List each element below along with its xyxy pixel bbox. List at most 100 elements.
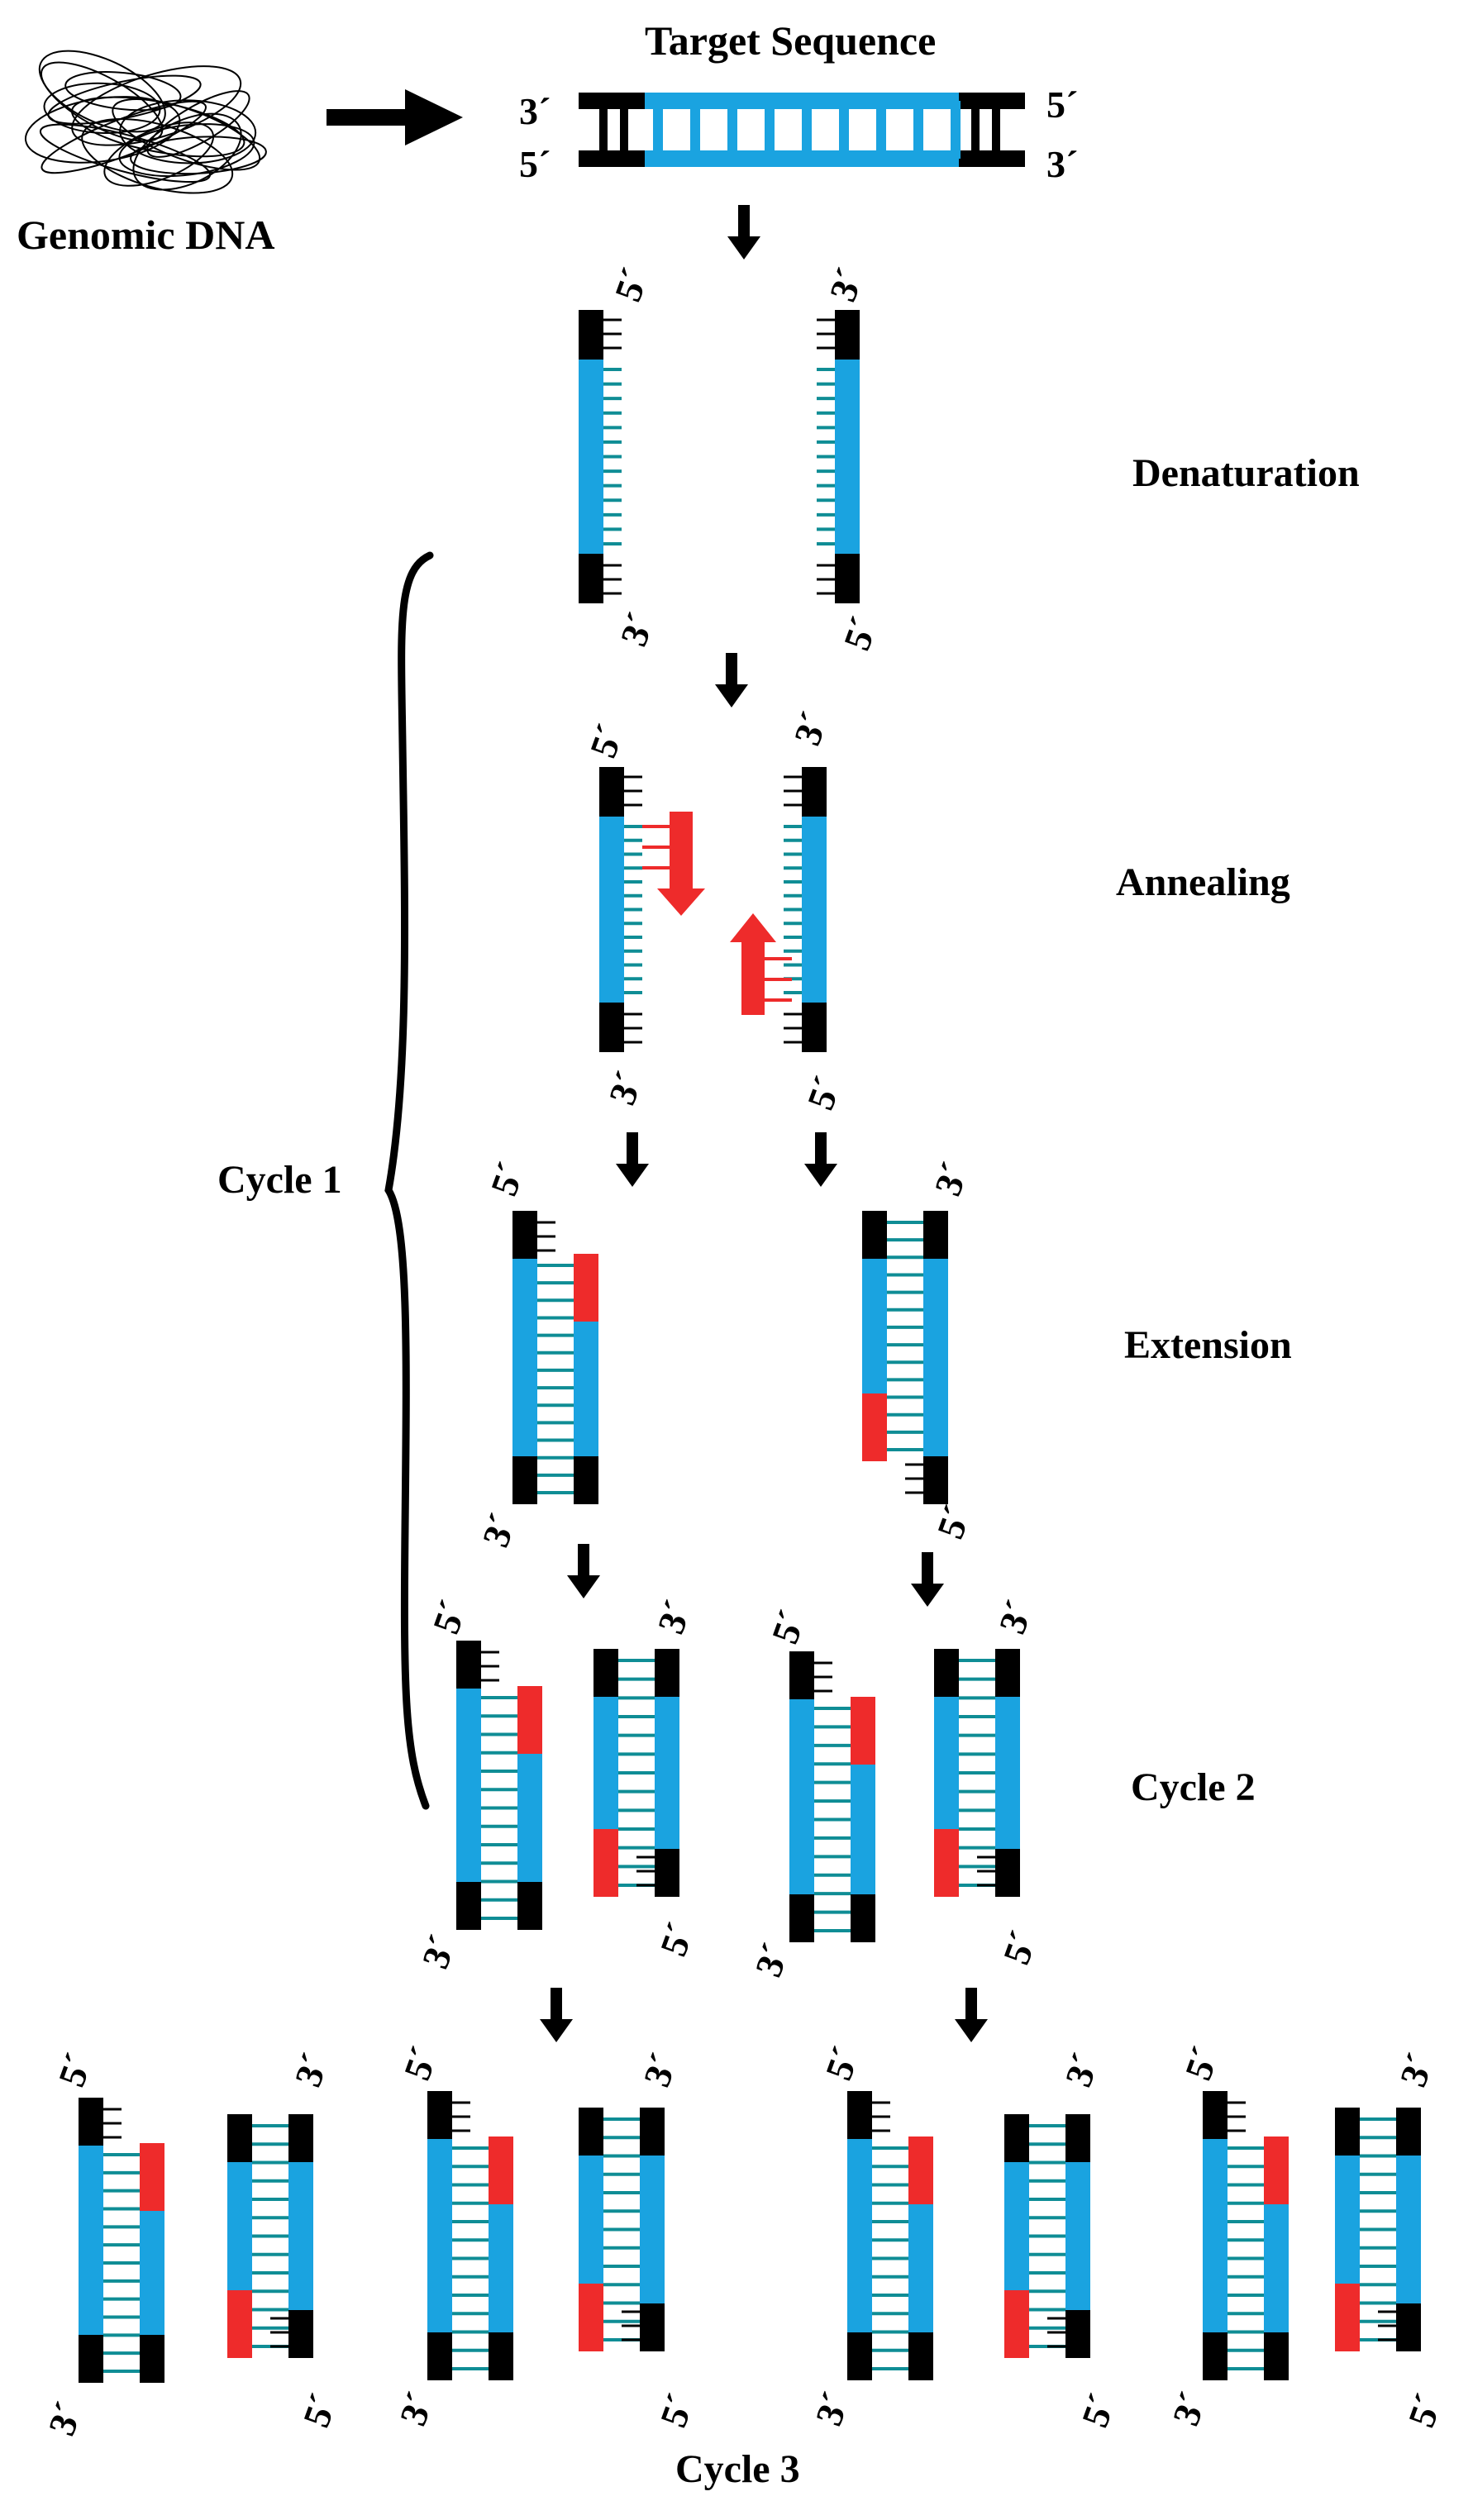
flank-bottom [802, 1003, 827, 1052]
target-sequence-label: Target Sequence [645, 17, 937, 64]
right-flank-top [655, 1649, 679, 1697]
primer-shaft [741, 941, 765, 1015]
left-flank-bottom [427, 2332, 452, 2380]
right-flank-top [288, 2114, 313, 2162]
target-bond [802, 101, 812, 159]
right-flank-bottom [655, 1849, 679, 1897]
target-bond [876, 101, 886, 159]
diagram-art [24, 50, 1421, 2383]
tangle-loop [103, 121, 215, 187]
tangle-loop [38, 50, 166, 133]
arrow-c3-right [955, 1988, 988, 2042]
arrow-head [955, 2019, 988, 2042]
left-flank-bottom [456, 1882, 481, 1930]
target-bond [951, 101, 961, 159]
left-target [456, 1689, 481, 1882]
target-left-bottom-end: 5´ [519, 143, 551, 185]
arrow-ext-right [804, 1132, 837, 1187]
cycle1-brace [384, 551, 434, 1810]
arrow-head [727, 236, 760, 260]
primer-up [730, 913, 792, 1015]
left-flank-top [579, 2108, 603, 2156]
primer-down [642, 812, 705, 916]
c3-product-2 [227, 2114, 313, 2358]
tangle-loop [130, 136, 267, 175]
right-target [1396, 2156, 1421, 2303]
left-target [789, 1699, 814, 1894]
right-flank-bottom [1264, 2332, 1289, 2380]
right-target [288, 2162, 313, 2310]
left-flank-top [79, 2098, 103, 2146]
right-flank-bottom [995, 1849, 1020, 1897]
left-flank-bottom [79, 2335, 103, 2383]
left-target [512, 1259, 537, 1456]
flank-top [579, 310, 603, 360]
right-flank-bottom [851, 1894, 875, 1942]
target-sequence-duplex [579, 93, 1025, 167]
arrow-head [804, 1164, 837, 1187]
right-target [640, 2156, 665, 2303]
left-flank-top [1004, 2114, 1029, 2162]
flank-top [599, 767, 624, 817]
target-bond [690, 101, 700, 159]
right-target [995, 1697, 1020, 1849]
primer-block [227, 2290, 252, 2358]
primer-block [593, 1829, 618, 1897]
primer-block [140, 2143, 164, 2211]
left-flank-top [593, 1649, 618, 1697]
left-flank-bottom [847, 2332, 872, 2380]
tangle-loop [47, 74, 202, 125]
arrow-to-annealing [715, 653, 748, 707]
c3-product-8 [1335, 2108, 1421, 2351]
right-flank-top [923, 1211, 948, 1259]
right-flank-bottom [517, 1882, 542, 1930]
left-target [427, 2139, 452, 2332]
right-flank-top [1396, 2108, 1421, 2156]
right-flank-bottom [1065, 2310, 1090, 2358]
arrow-shaft [738, 205, 750, 240]
c3-product-3 [427, 2091, 513, 2380]
arrow-head [616, 1164, 649, 1187]
denat-strand-right [817, 310, 860, 603]
annealing-label: Annealing [1116, 860, 1290, 904]
flank-top [802, 767, 827, 817]
primer-head [730, 913, 776, 942]
c2-product-c [789, 1651, 875, 1942]
arrow-head [911, 1584, 944, 1607]
arrow-head [405, 89, 463, 145]
primer-block [489, 2137, 513, 2204]
extension-product-right [862, 1211, 948, 1504]
flank-bond [599, 101, 608, 159]
arrow-c2-left [567, 1544, 600, 1598]
right-flank-top [640, 2108, 665, 2156]
anneal-strand-right [784, 767, 827, 1052]
flank-bottom [835, 554, 860, 603]
left-flank-top [1335, 2108, 1360, 2156]
left-flank-top [1203, 2091, 1228, 2139]
c2-product-d [934, 1649, 1020, 1897]
primer-block [579, 2284, 603, 2351]
arrow-shaft [815, 1132, 827, 1167]
right-flank-top [1065, 2114, 1090, 2162]
left-flank-top [789, 1651, 814, 1699]
tangle-loop [40, 61, 164, 142]
denat-strand-left [579, 310, 622, 603]
tangle-loop [119, 99, 257, 164]
arrow-head [540, 2019, 573, 2042]
cycle1-label: Cycle 1 [217, 1158, 342, 1202]
arrow-c3-left [540, 1988, 573, 2042]
target-region [599, 817, 624, 1003]
right-flank-bottom [288, 2310, 313, 2358]
arrow-c2-right [911, 1552, 944, 1607]
flank-bottom [599, 1003, 624, 1052]
arrow-shaft [627, 1132, 638, 1167]
anneal-strand-left [599, 767, 642, 1052]
right-target [923, 1259, 948, 1456]
primer-block [517, 1686, 542, 1754]
target-region [579, 360, 603, 554]
left-flank-bottom [789, 1894, 814, 1942]
left-flank-bottom [512, 1456, 537, 1504]
target-region [835, 360, 860, 554]
left-flank-bottom [1203, 2332, 1228, 2380]
primer-shaft [670, 812, 693, 890]
